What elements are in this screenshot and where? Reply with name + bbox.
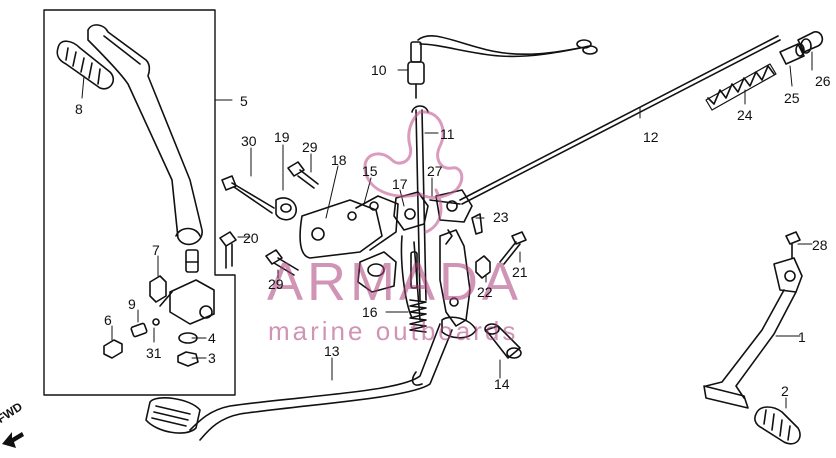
leader-lines bbox=[81, 51, 813, 409]
center-lever bbox=[393, 105, 429, 321]
part-number: 29 bbox=[268, 276, 284, 292]
watermark-brand: ARMADA bbox=[267, 252, 523, 312]
part-number: 29 bbox=[302, 139, 318, 155]
part-number: 26 bbox=[815, 73, 831, 89]
part-number: 7 bbox=[152, 242, 160, 258]
spring-24 bbox=[705, 63, 777, 111]
part-number: 28 bbox=[812, 237, 828, 253]
bolts-upper-left bbox=[219, 161, 319, 276]
pedal-13 bbox=[145, 323, 453, 441]
side-stand-bracket bbox=[439, 229, 477, 339]
switch-10 bbox=[407, 35, 598, 99]
part-number: 16 bbox=[362, 304, 378, 320]
pin-14 bbox=[484, 323, 522, 359]
part-number: 4 bbox=[208, 330, 216, 346]
fwd-arrow-icon bbox=[2, 432, 24, 448]
shift-arm-5 bbox=[87, 24, 203, 273]
shift-lever-1 bbox=[703, 231, 803, 409]
bracket-18 bbox=[299, 195, 399, 293]
watermark-tagline: marine outboards bbox=[268, 316, 519, 346]
part-number: 3 bbox=[208, 350, 216, 366]
part-number: 15 bbox=[362, 163, 378, 179]
assembly-5-frame bbox=[43, 9, 236, 396]
part-number: 31 bbox=[146, 345, 162, 361]
pedal-rubber-2 bbox=[754, 406, 801, 445]
part-number: 6 bbox=[104, 312, 112, 328]
part-number: 14 bbox=[494, 376, 510, 392]
part-number: 8 bbox=[75, 101, 83, 117]
part-number: 11 bbox=[440, 126, 455, 142]
part-number: 24 bbox=[737, 107, 753, 123]
part-number: 5 bbox=[240, 93, 248, 109]
part-number: 1 bbox=[798, 329, 806, 345]
part-number: 10 bbox=[371, 62, 387, 78]
cap-26 bbox=[797, 31, 824, 54]
seahorse-logo bbox=[363, 110, 464, 234]
part-number: 21 bbox=[512, 264, 528, 280]
spring-16 bbox=[409, 251, 427, 333]
part-number: 9 bbox=[128, 296, 136, 312]
part-number: 12 bbox=[643, 129, 659, 145]
part-number: 13 bbox=[324, 343, 340, 359]
small-parts-right bbox=[471, 213, 527, 279]
part-number: 22 bbox=[477, 284, 493, 300]
part-number: 23 bbox=[493, 209, 509, 225]
part-number: 27 bbox=[427, 163, 443, 179]
part-number: 17 bbox=[392, 176, 408, 192]
pedal-rubber-8 bbox=[56, 40, 115, 90]
part-number: 30 bbox=[241, 133, 257, 149]
part-number: 19 bbox=[274, 129, 290, 145]
part-number: 18 bbox=[331, 152, 347, 168]
rod-12 bbox=[429, 35, 781, 223]
part-number: 25 bbox=[784, 90, 800, 106]
part-number: 20 bbox=[243, 230, 259, 246]
part-number: 2 bbox=[781, 383, 789, 399]
